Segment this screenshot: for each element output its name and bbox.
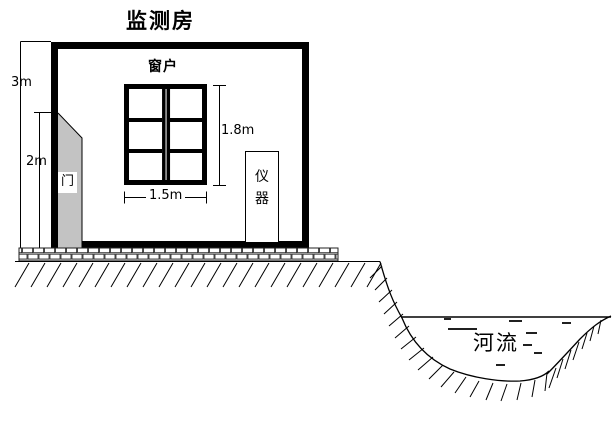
foundation-bricks [18, 247, 339, 262]
instrument-box [245, 151, 279, 243]
house-height-label: 3m [11, 75, 32, 90]
ground-hatching [14, 262, 382, 288]
window-frame [124, 84, 207, 185]
river-bank-hatching [369, 265, 602, 402]
water-ripples [444, 318, 571, 366]
instrument-label-char-1: 仪 [255, 169, 269, 185]
door-height-label: 2m [26, 154, 47, 169]
instrument-label: 仪 器 [245, 169, 279, 208]
instrument-label-char-2: 器 [255, 191, 269, 208]
house-outline [51, 42, 309, 248]
room-title: 监测房 [126, 9, 195, 33]
window-width-label: 1.5m [146, 188, 186, 204]
window-label: 窗户 [148, 59, 178, 75]
house-height-dimension-3m [20, 41, 51, 248]
window-height-dimension-1.8m [213, 85, 226, 186]
river-bank [379, 261, 612, 382]
door-label: 门 [58, 172, 77, 193]
door-height-dimension-2m [34, 112, 51, 248]
river-label: 河流 [473, 331, 519, 355]
window-height-label: 1.8m [221, 123, 255, 138]
